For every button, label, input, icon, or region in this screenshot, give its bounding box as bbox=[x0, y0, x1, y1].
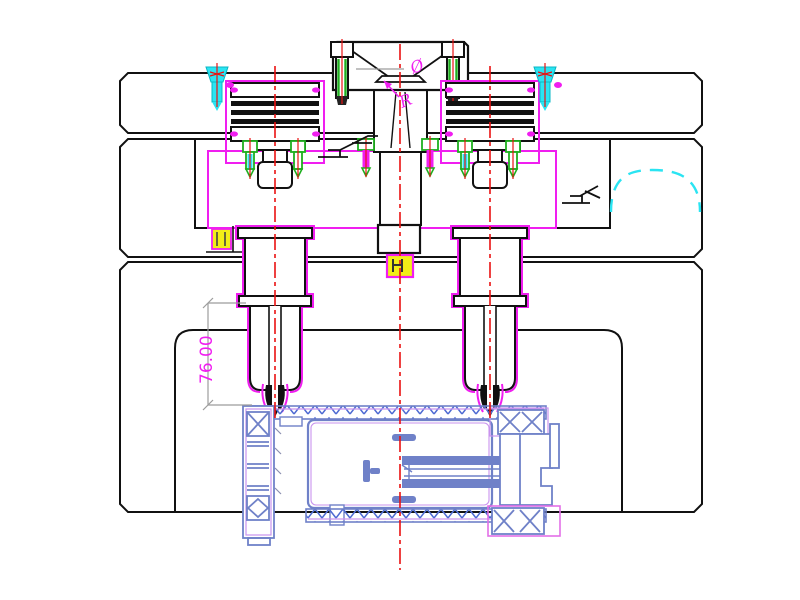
product-left-column bbox=[242, 405, 282, 546]
dimension-76: 76.00 bbox=[197, 297, 252, 411]
wire-clip-right bbox=[562, 185, 601, 204]
product-right-housing bbox=[487, 407, 561, 537]
insert-block-yellow-left bbox=[206, 226, 248, 253]
product-terminal-tube bbox=[401, 456, 500, 488]
centerlines bbox=[274, 44, 491, 570]
height-dimension-label: 76.00 bbox=[197, 335, 217, 384]
hidden-cooling-line bbox=[609, 168, 702, 213]
sprue-support-block bbox=[376, 223, 422, 255]
wire-clip-left bbox=[318, 135, 378, 158]
cavity-pocket bbox=[174, 329, 623, 512]
